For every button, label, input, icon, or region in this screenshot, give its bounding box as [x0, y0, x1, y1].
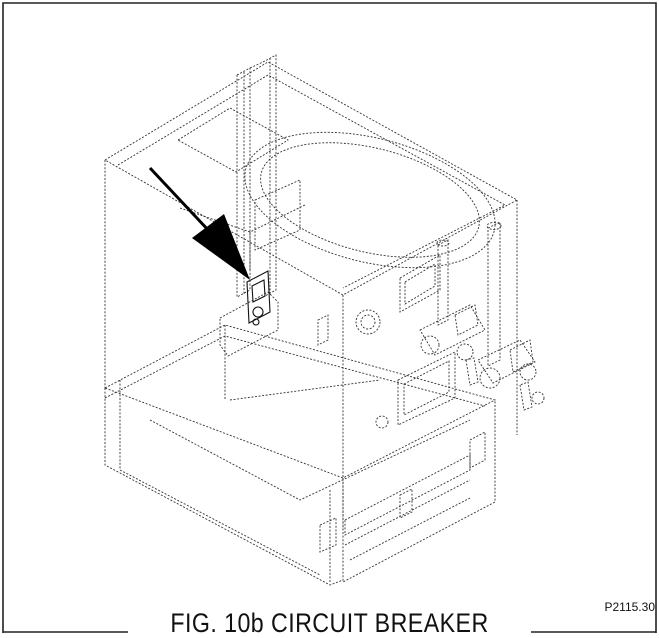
figure-caption: FIG. 10b CIRCUIT BREAKER	[46, 608, 613, 638]
side-fittings	[319, 309, 486, 553]
lower-base	[103, 324, 497, 586]
figure-caption-text: FIG. 10b CIRCUIT BREAKER	[158, 608, 501, 638]
circuit-breaker	[246, 270, 271, 326]
side-panel-details	[119, 179, 456, 470]
pointer-arrow	[148, 166, 250, 280]
faucet-right	[477, 221, 545, 411]
mounting-channel	[219, 54, 279, 357]
faucet-left	[419, 239, 486, 386]
upper-housing	[104, 61, 518, 530]
part-number-label: P2115.30	[604, 600, 656, 614]
